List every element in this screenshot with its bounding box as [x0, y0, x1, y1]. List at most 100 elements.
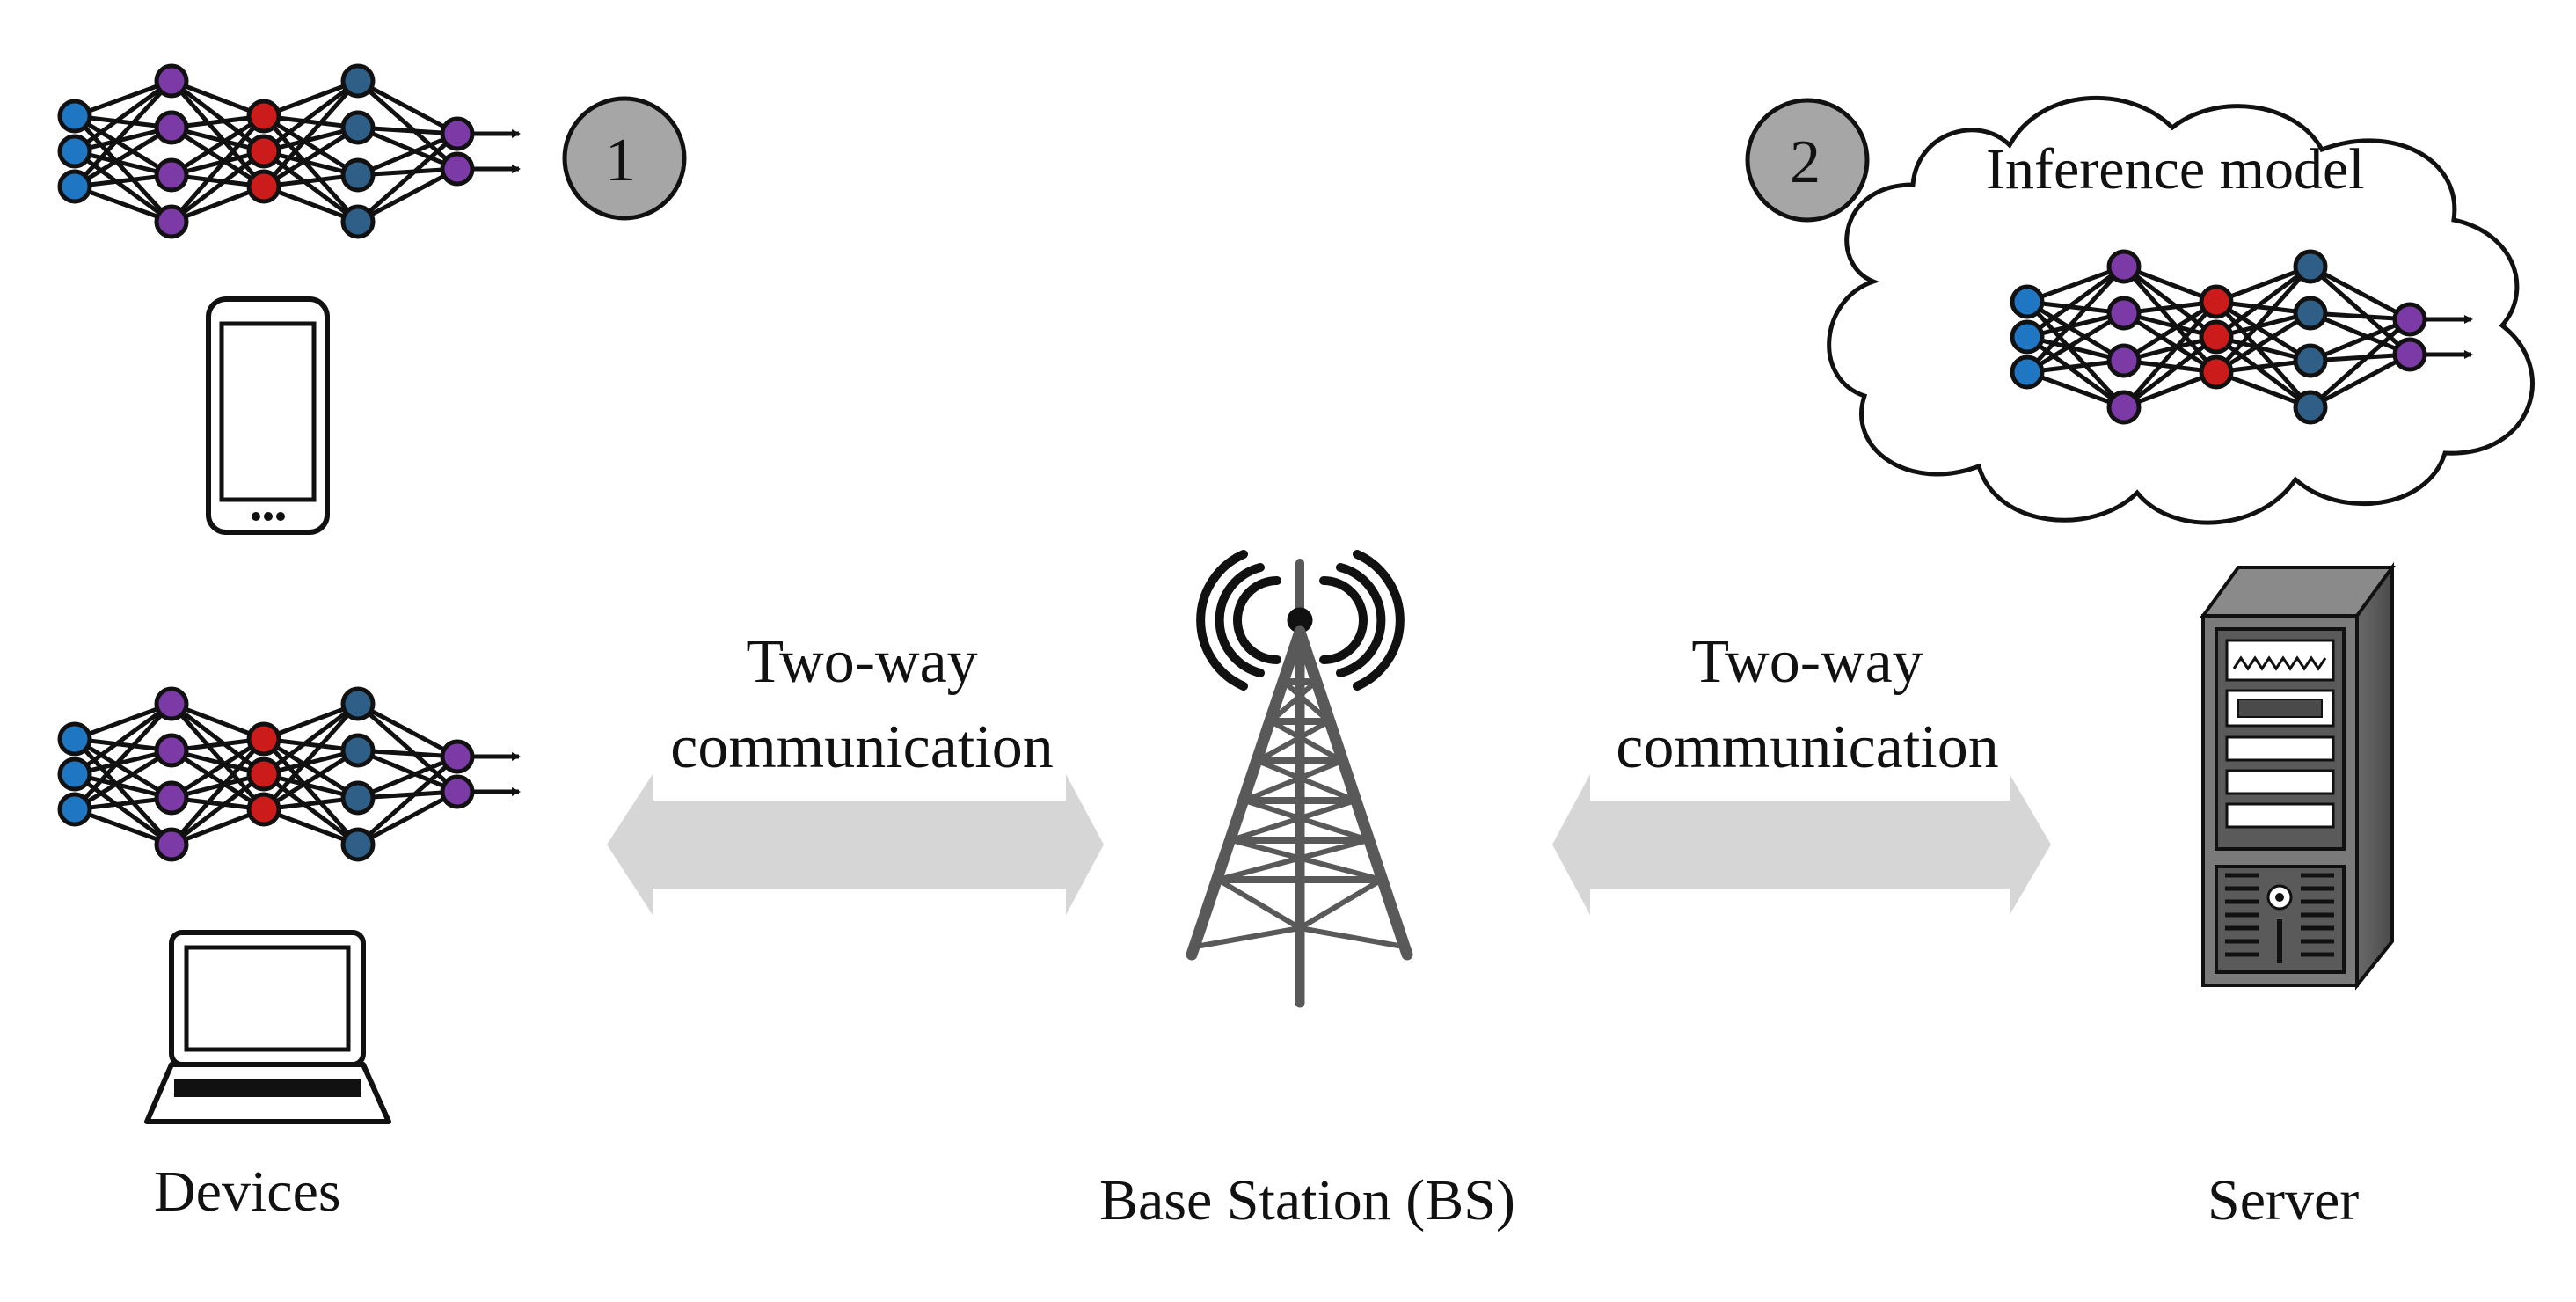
two-way-arrow-right: [1552, 774, 2051, 915]
neural-network-icon-phone: [57, 63, 521, 239]
nn-edge: [2215, 300, 2312, 409]
nn-edge: [73, 114, 173, 223]
nn-edge: [262, 149, 360, 224]
nn-node: [154, 110, 189, 145]
nn-edge: [2309, 318, 2412, 409]
nn-edge: [2122, 300, 2218, 409]
nn-edge: [2215, 265, 2312, 374]
nn-node: [154, 204, 189, 239]
nn-edge: [357, 748, 458, 794]
nn-node: [340, 780, 376, 816]
nn-edge: [2025, 264, 2126, 340]
link-right-line1: Two-way: [1691, 628, 1923, 696]
nn-edge: [262, 125, 360, 189]
nn-node: [2293, 249, 2328, 284]
nn-node: [340, 204, 376, 239]
nn-edge: [73, 79, 173, 188]
nn-node: [154, 733, 189, 768]
nn-edge: [356, 755, 459, 846]
nn-node: [2293, 390, 2328, 425]
nn-edge: [73, 149, 173, 224]
nn-edge: [2122, 265, 2218, 374]
nn-edge: [356, 132, 459, 223]
nn-node: [440, 774, 475, 809]
nn-edge: [2122, 311, 2218, 375]
nn-edge: [357, 754, 458, 801]
nn-node: [2106, 249, 2142, 284]
nn-edge: [170, 79, 266, 153]
nn-edge: [2122, 299, 2218, 363]
nn-edge: [262, 114, 360, 223]
nn-node: [246, 99, 281, 134]
nn-edge: [170, 125, 266, 189]
nn-edge: [262, 702, 360, 811]
nn-node: [2106, 296, 2142, 331]
nn-edge: [170, 114, 266, 223]
nn-edge: [74, 184, 172, 224]
laptop-icon: [144, 930, 391, 1124]
nn-node: [246, 757, 281, 792]
devices-label: Devices: [154, 1159, 341, 1224]
nn-edge: [73, 772, 173, 847]
link-right-label: Two-way communication: [1561, 620, 2054, 790]
nn-node: [340, 827, 376, 862]
nn-node: [2010, 284, 2045, 319]
nn-edge: [2026, 369, 2125, 410]
nn-node: [57, 134, 92, 169]
nn-edge: [73, 78, 173, 154]
nn-edge: [170, 702, 266, 776]
inference-model-label: Inference model: [1986, 137, 2365, 201]
tower-icon: [1186, 550, 1413, 1008]
nn-edge: [2309, 265, 2412, 356]
nn-node: [2199, 319, 2234, 355]
nn-edge: [262, 78, 360, 154]
nn-node: [340, 733, 376, 768]
nn-node: [2199, 284, 2234, 319]
nn-edge: [2309, 352, 2412, 410]
link-left-line2: communication: [670, 713, 1054, 781]
nn-node: [2106, 390, 2142, 425]
nn-edge: [170, 748, 266, 812]
nn-edge: [170, 150, 266, 223]
nn-edge: [73, 702, 173, 811]
step-badge-2-label: 2: [1790, 128, 1821, 196]
nn-node: [154, 157, 189, 193]
nn-edge: [170, 772, 266, 846]
nn-node: [2106, 343, 2142, 378]
nn-edge: [262, 701, 360, 777]
nn-node: [340, 63, 376, 99]
nn-edge: [2215, 264, 2312, 340]
nn-edge: [2025, 300, 2126, 409]
nn-node: [57, 169, 92, 204]
nn-edge: [74, 807, 172, 847]
neural-network-icon-laptop: [57, 686, 521, 862]
nn-edge: [262, 772, 360, 847]
nn-node: [2293, 296, 2328, 331]
nn-edge: [170, 79, 266, 188]
nn-edge: [262, 737, 360, 846]
nn-edge: [262, 79, 360, 188]
link-left-line1: Two-way: [746, 628, 978, 696]
nn-edge: [2026, 264, 2125, 304]
link-left-label: Two-way communication: [616, 620, 1108, 790]
step-badge-1: [562, 96, 687, 221]
nn-node: [340, 157, 376, 193]
nn-edge: [2310, 311, 2411, 357]
nn-node: [2392, 337, 2427, 372]
nn-node: [154, 827, 189, 862]
nn-edge: [2215, 311, 2312, 375]
nn-node: [2293, 343, 2328, 378]
nn-edge: [2310, 317, 2411, 363]
nn-edge: [356, 166, 459, 224]
nn-edge: [356, 789, 459, 847]
nn-edge: [74, 78, 172, 119]
nn-node: [154, 63, 189, 99]
nn-edge: [262, 748, 360, 812]
nn-edge: [2025, 299, 2126, 363]
nn-node: [57, 99, 92, 134]
nn-edge: [2215, 299, 2312, 363]
nn-edge: [73, 701, 173, 777]
nn-edge: [2122, 265, 2218, 339]
